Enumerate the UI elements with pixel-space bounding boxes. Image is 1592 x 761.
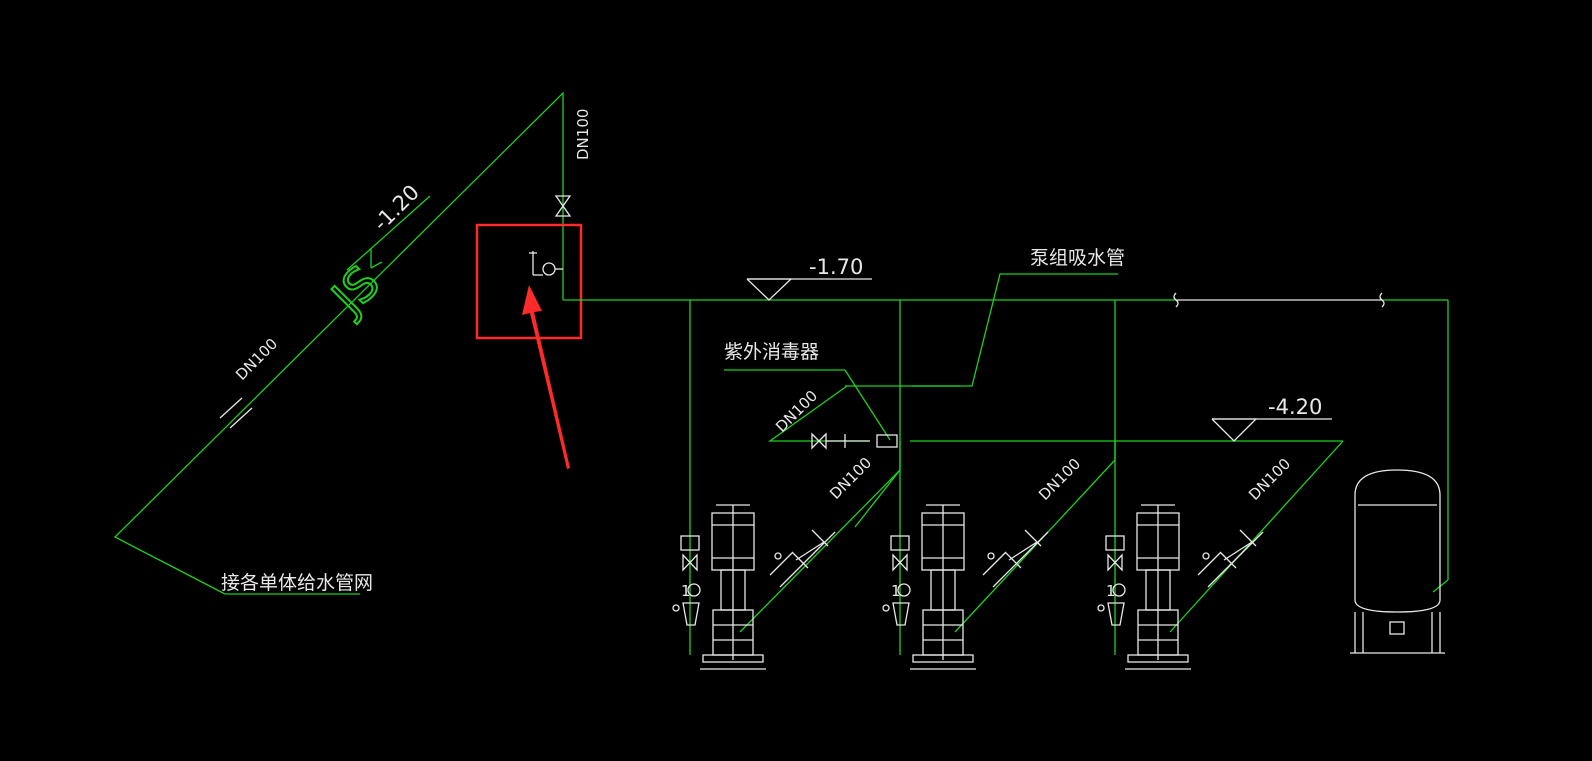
network-supply-pipe [113,91,564,595]
highlight-arrow [522,285,570,469]
level-pump: -4.20 [1268,395,1322,419]
suction-header-pipe [563,292,1449,593]
suction-leader [912,273,1118,387]
gate-valve-riser [554,195,572,217]
network-label: 接各单体给水管网 [221,572,373,594]
level-top: -1.20 [369,180,424,235]
dn-uv: DN100 [772,387,821,436]
dn-pump1: DN100 [826,454,875,503]
dn-main: DN100 [232,335,281,384]
pump-1-icon: 1 [672,504,766,670]
check-valve-2 [982,529,1049,588]
pressure-tank-icon [1350,469,1445,654]
pump-drop-pipes [689,300,1116,655]
dn-pump3: DN100 [1245,455,1294,504]
pressure-gauge-icon [529,251,563,276]
level-suction: -1.70 [809,255,863,279]
pipe-break-symbol [219,397,253,429]
suction-label: 泵组吸水管 [1030,247,1125,269]
dn-riser: DN100 [574,109,592,160]
svg-text:1: 1 [1106,582,1116,600]
js-pipe-code: JS [319,255,390,326]
check-valve-1 [769,529,836,588]
level-marker-suction [746,278,872,301]
svg-text:1: 1 [891,582,901,600]
uv-disinfector-icon [811,432,898,450]
level-marker-pump [1211,418,1332,442]
discharge-header-pipe [845,385,1343,528]
uv-label: 紫外消毒器 [724,341,819,363]
pump-3-icon: 1 [1097,504,1191,670]
check-valve-3 [1197,529,1264,588]
svg-text:1: 1 [681,582,691,600]
pump-2-icon: 1 [882,504,976,670]
pump-discharge-pipes [739,440,1344,633]
dn-pump2: DN100 [1035,455,1084,504]
highlight-box [475,223,583,340]
